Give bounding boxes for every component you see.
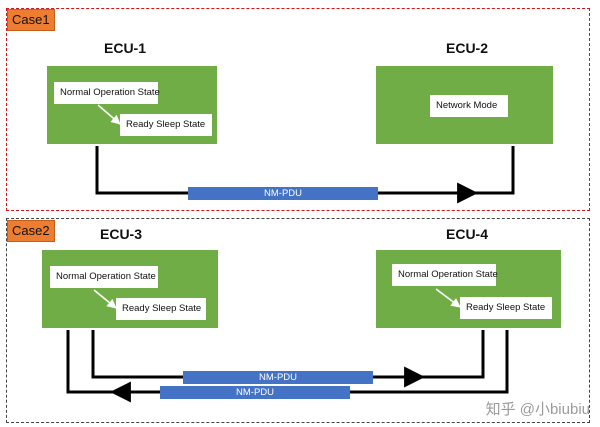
ecu2-title: ECU-2 bbox=[446, 40, 489, 56]
watermark: 知乎 @小biubiu bbox=[485, 401, 590, 418]
case2-nm-pdu-forward: NM-PDU bbox=[183, 371, 373, 384]
ecu1-ready-sleep-state: Ready Sleep State bbox=[120, 114, 212, 136]
case1-nm-pdu: NM-PDU bbox=[188, 187, 378, 200]
case2-frame bbox=[6, 218, 590, 423]
ecu3-transition-arrow bbox=[93, 289, 117, 309]
ecu3-ready-sleep-state: Ready Sleep State bbox=[116, 298, 206, 320]
ecu1-normal-operation-state: Normal Operation State bbox=[54, 82, 160, 104]
ecu3-title: ECU-3 bbox=[100, 226, 143, 242]
ecu1-transition-arrow bbox=[97, 104, 121, 125]
ecu4-ready-sleep-state: Ready Sleep State bbox=[460, 297, 552, 319]
case1-tag: Case1 bbox=[7, 9, 55, 31]
case1-frame bbox=[6, 8, 590, 211]
ecu3-normal-operation-state: Normal Operation State bbox=[50, 266, 158, 288]
ecu2-network-mode: Network Mode bbox=[430, 95, 508, 117]
ecu4-transition-arrow bbox=[435, 288, 461, 308]
case2-forward-line bbox=[91, 330, 485, 379]
case2-nm-pdu-backward: NM-PDU bbox=[160, 386, 350, 399]
ecu4-title: ECU-4 bbox=[446, 226, 489, 242]
ecu1-title: ECU-1 bbox=[104, 40, 147, 56]
ecu4-normal-operation-state: Normal Operation State bbox=[392, 264, 498, 286]
case2-tag: Case2 bbox=[7, 220, 55, 242]
case1-bus-line bbox=[95, 146, 515, 195]
